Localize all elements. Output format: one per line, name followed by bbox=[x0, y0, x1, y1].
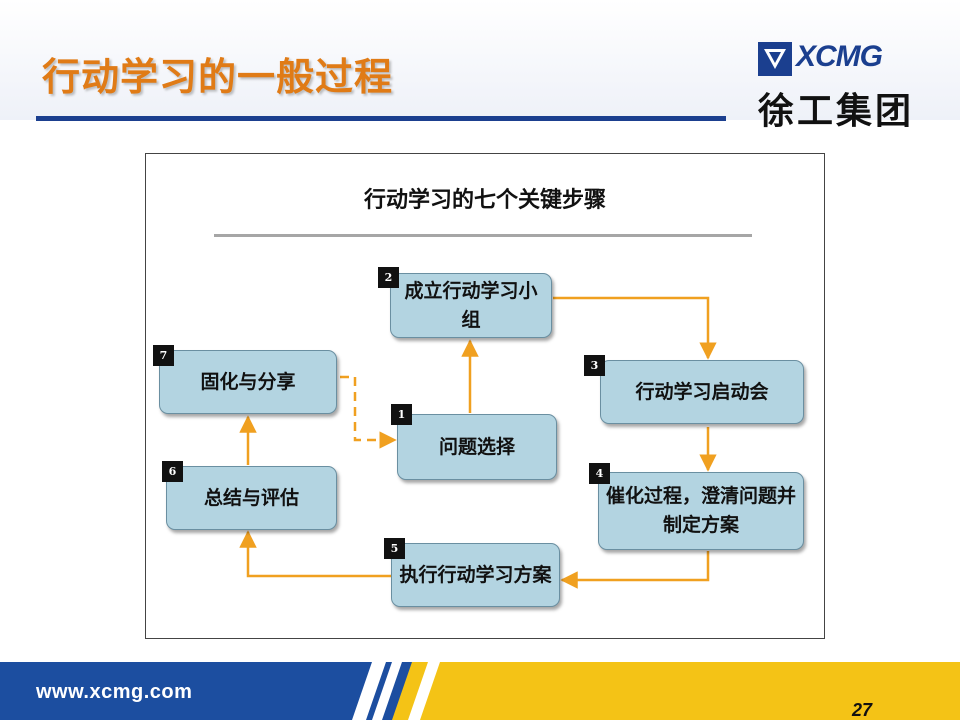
step-number-badge: 3 bbox=[584, 355, 605, 376]
footer-band bbox=[0, 662, 960, 720]
footer-website[interactable]: www.xcmg.com bbox=[36, 681, 193, 703]
diagram-title-rule bbox=[214, 234, 752, 237]
step-number-badge: 4 bbox=[589, 463, 610, 484]
step-number-badge: 6 bbox=[162, 461, 183, 482]
step-label: 问题选择 bbox=[438, 435, 515, 458]
step-label: 总结与评估 bbox=[203, 486, 299, 509]
title-underline bbox=[36, 116, 726, 121]
step-7-consolidate-share: 固化与分享 bbox=[159, 350, 337, 414]
step-number-badge: 5 bbox=[384, 538, 405, 559]
step-1-select-problem: 问题选择 bbox=[397, 414, 557, 480]
step-label: 催化过程，澄清问题并制定方案 bbox=[605, 485, 796, 536]
logo-brand-en: XCMG bbox=[796, 40, 883, 73]
step-3-kickoff: 行动学习启动会 bbox=[600, 360, 804, 424]
xcmg-logo: XCMG 徐工集团 bbox=[758, 40, 926, 132]
logo-brand-cn: 徐工集团 bbox=[758, 91, 915, 132]
step-4-facilitate-plan: 催化过程，澄清问题并制定方案 bbox=[598, 472, 804, 550]
step-6-summarize-evaluate: 总结与评估 bbox=[166, 466, 337, 530]
xcmg-emblem-icon bbox=[758, 42, 792, 76]
step-label: 固化与分享 bbox=[200, 370, 296, 393]
header-band bbox=[0, 0, 960, 120]
footer-stripes bbox=[352, 662, 960, 720]
slide-title: 行动学习的一般过程 bbox=[42, 55, 394, 99]
step-label: 执行行动学习方案 bbox=[399, 563, 552, 586]
step-number-badge: 7 bbox=[153, 345, 174, 366]
step-number-badge: 1 bbox=[391, 404, 412, 425]
step-number-badge: 2 bbox=[378, 267, 399, 288]
page-number: 27 bbox=[852, 700, 873, 720]
step-5-execute-plan: 执行行动学习方案 bbox=[391, 543, 560, 607]
step-2-form-team: 成立行动学习小组 bbox=[390, 273, 552, 338]
step-label: 行动学习启动会 bbox=[635, 380, 769, 403]
diagram-title: 行动学习的七个关键步骤 bbox=[363, 187, 606, 213]
step-label: 成立行动学习小组 bbox=[404, 279, 538, 331]
